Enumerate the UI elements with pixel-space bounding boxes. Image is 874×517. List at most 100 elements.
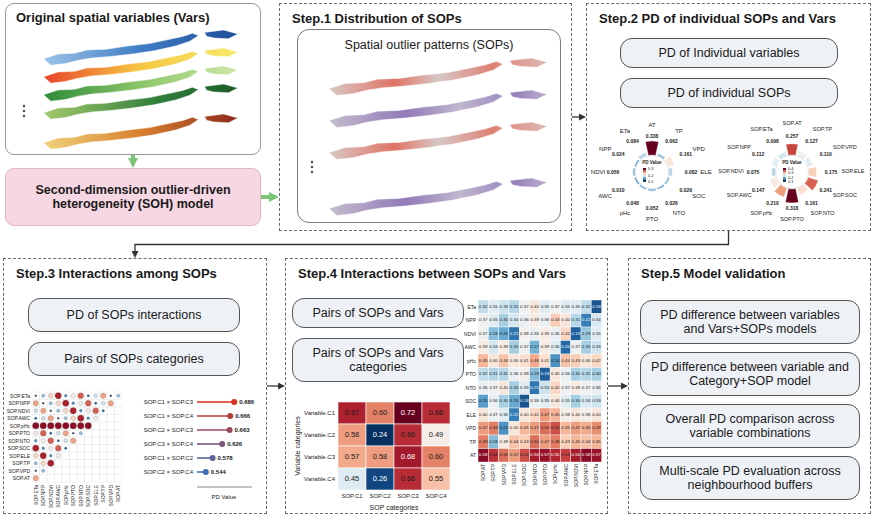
matrix-cell — [92, 467, 100, 475]
cell-value: 0.55 — [551, 453, 560, 457]
cell-value: 0.35 — [541, 399, 550, 403]
heatmap-cell — [591, 327, 601, 341]
matrix-bubble — [71, 438, 76, 443]
heatmap-cell — [581, 449, 591, 463]
heatmap-cell — [394, 446, 422, 468]
cell-value: 0.35 — [551, 345, 560, 349]
legend-title: PD Value — [642, 161, 661, 166]
cell-value: 0.39 — [541, 332, 550, 336]
matrix-cell — [40, 430, 48, 438]
matrix-cell — [62, 460, 70, 468]
matrix-cell — [115, 422, 123, 430]
row-label: SOP.VPD — [8, 468, 30, 473]
cell-value: 0.18 — [592, 305, 601, 309]
cell-value: 0.44 — [510, 440, 519, 444]
cell-value: 0.32 — [479, 305, 488, 309]
matrix-cell — [115, 437, 123, 445]
heatmap-cell — [499, 368, 509, 382]
model-box: Second-dimension outlier-driven heteroge… — [5, 168, 261, 226]
cell-value: 0.57 — [345, 453, 360, 461]
legend-tick: 0.3 — [648, 167, 654, 171]
cell-value: 0.24 — [499, 426, 508, 430]
matrix-bubble — [94, 416, 98, 420]
matrix-cell — [107, 437, 115, 445]
radial-bar — [633, 168, 636, 176]
matrix-cell — [32, 460, 40, 468]
radial-bar — [669, 168, 673, 177]
cell-value: 0.21 — [530, 386, 539, 390]
matrix-cell — [77, 415, 85, 423]
heatmap-cell — [530, 327, 540, 341]
cell-value: 0.35 — [489, 318, 498, 322]
cell-value: 0.40 — [530, 305, 539, 309]
matrix-cell — [92, 392, 100, 400]
cell-value: 0.38 — [582, 413, 591, 417]
heatmap-cell — [519, 368, 529, 382]
column-label: SOP.NDVI — [573, 464, 578, 487]
variable-layers — [44, 30, 238, 149]
matrix-cell — [40, 460, 48, 468]
row-label: pHc — [467, 358, 476, 363]
heatmap-cell — [540, 354, 550, 368]
cell-value: 0.35 — [489, 305, 498, 309]
matrix-bubble — [101, 393, 106, 398]
axis-label: VPD — [693, 146, 705, 152]
matrix-cell — [62, 430, 70, 438]
heatmap-cell — [488, 449, 498, 463]
heatmap-cell — [478, 395, 488, 409]
legend-bar — [783, 168, 786, 170]
heatmap-cell — [571, 368, 581, 382]
matrix-bubble — [40, 430, 46, 436]
matrix-cell — [92, 415, 100, 423]
heatmap-cell — [422, 402, 450, 424]
cell-value: 0.40 — [572, 413, 581, 417]
heatmap-cell — [581, 368, 591, 382]
heatmap-cell — [591, 341, 601, 355]
matrix-cell — [62, 400, 70, 408]
row-label: SOP.ELE — [9, 453, 30, 458]
matrix-cell — [55, 392, 63, 400]
heatmap-cell — [499, 327, 509, 341]
heatmap-cell — [478, 422, 488, 436]
column-label: SOP.pHc — [63, 485, 68, 505]
heatmap-cell — [540, 341, 550, 355]
matrix-bubble — [34, 439, 37, 442]
column-label: SOP.NTO — [78, 485, 83, 507]
heatmap-cell — [499, 422, 509, 436]
value-label: 0.161 — [805, 201, 818, 206]
cell-value: 0.50 — [541, 426, 550, 430]
cell-value: 0.21 — [510, 332, 519, 336]
heatmap-cell — [550, 408, 560, 422]
cell-value: 0.58 — [345, 431, 360, 439]
cell-value: 0.46 — [582, 426, 591, 430]
heatmap-cell — [338, 424, 366, 446]
matrix-cell — [85, 407, 93, 415]
matrix-bubble — [87, 417, 90, 420]
matrix-cell — [77, 437, 85, 445]
cell-value: 0.28 — [530, 372, 539, 376]
matrix-bubble — [57, 409, 60, 412]
heatmap-cell — [560, 327, 570, 341]
column-label: SOP.VPD — [108, 485, 113, 507]
heatmap-cell — [488, 368, 498, 382]
box-label: Pairs of SOPs and Vars categories — [293, 342, 463, 378]
matrix-cell — [77, 407, 85, 415]
matrix-cell — [100, 467, 108, 475]
matrix-cell — [85, 415, 93, 423]
pair-label: SOP.C1 × SOP.C4 — [144, 413, 193, 419]
row-label: PTO — [466, 372, 476, 377]
heatmap-cell — [519, 395, 529, 409]
matrix-bubble — [35, 470, 37, 472]
flow-arrow — [261, 195, 273, 199]
axis-label: ELE — [700, 169, 711, 175]
lollipop-dot — [203, 469, 209, 475]
lollipop-stem — [197, 443, 222, 445]
axis-label: PTO — [646, 216, 658, 222]
heatmap-cell — [478, 449, 488, 463]
heatmap-cell — [581, 408, 591, 422]
heatmap-cell — [499, 408, 509, 422]
lollipop-dot — [219, 441, 225, 447]
heatmap-cell — [338, 402, 366, 424]
heatmap-cell — [509, 449, 519, 463]
row-label: SOP.pHc — [10, 423, 30, 428]
